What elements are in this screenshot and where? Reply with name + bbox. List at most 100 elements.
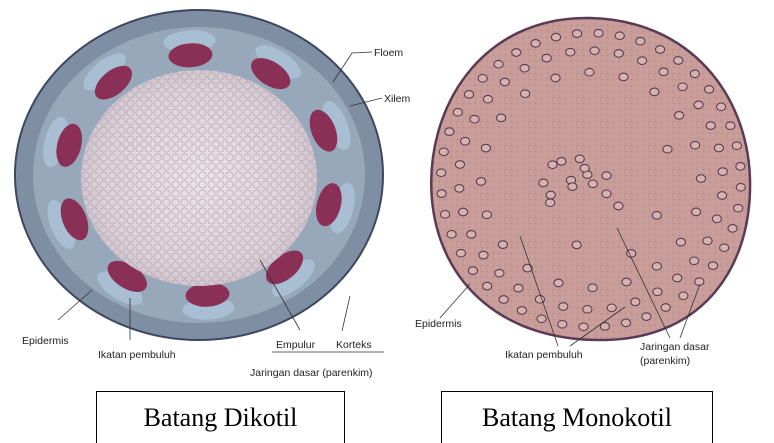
monocot-vascular-bundle <box>495 269 504 277</box>
monocot-vascular-bundle <box>455 185 464 193</box>
monocot-vascular-bundle <box>706 122 715 130</box>
monocot-vascular-bundle <box>705 86 714 94</box>
monocot-vascular-bundle <box>478 75 487 83</box>
monocot-vascular-bundle <box>674 57 683 65</box>
monocot-vascular-bundle <box>602 190 611 198</box>
korteks-leader <box>342 296 350 331</box>
monocot-vascular-bundle <box>497 114 506 122</box>
monocot-vascular-bundle <box>470 115 479 123</box>
monocot-vascular-bundle <box>588 284 597 292</box>
monocot-vascular-bundle <box>566 48 575 56</box>
monocot-vascular-bundle <box>607 304 616 312</box>
monocot-vascular-bundle <box>718 168 727 176</box>
monocot-epidermis-leader <box>440 284 470 318</box>
monocot-vascular-bundle <box>712 215 721 223</box>
monocot-vascular-bundle <box>650 88 659 96</box>
monocot-vascular-bundle <box>580 164 589 172</box>
monocot-vascular-bundle <box>653 288 662 296</box>
monocot-vascular-bundle <box>614 202 623 210</box>
empulur-label: Empulur <box>276 339 316 351</box>
monocot-vascular-bundle <box>558 321 567 329</box>
monocot-vascular-bundle <box>468 267 477 275</box>
monocot-vascular-bundle <box>520 64 529 72</box>
monocot-vascular-bundle <box>456 249 465 257</box>
monocot-vascular-bundle <box>499 296 508 304</box>
monocot-vascular-bundle <box>692 208 701 216</box>
monocot-vascular-bundle <box>557 158 566 166</box>
monocot-vascular-bundle <box>703 237 712 245</box>
monocot-vascular-bundle <box>695 278 704 286</box>
monocot-vascular-bundle <box>542 54 551 62</box>
monocot-vascular-bundle <box>546 191 555 199</box>
monocot-vascular-bundle <box>590 47 599 55</box>
monocot-vascular-bundle <box>663 145 672 153</box>
monocot-vascular-bundle <box>621 319 630 327</box>
caption-batang-monokotil: Batang Monokotil <box>441 391 713 443</box>
monocot-vascular-bundle <box>476 178 485 186</box>
monocot-parenkim-label: (parenkim) <box>640 355 690 367</box>
monocot-vascular-bundle <box>675 112 684 120</box>
monocot-vascular-bundle <box>461 137 470 145</box>
monocot-jaringan-dasar-label: Jaringan dasar <box>640 341 710 353</box>
monocot-vascular-bundle <box>551 33 560 41</box>
monocot-vascular-bundle <box>622 278 631 286</box>
monocot-vascular-bundle <box>437 169 446 177</box>
monocot-vascular-bundle <box>690 70 699 78</box>
monocot-ikatan-pembuluh-label: Ikatan pembuluh <box>505 349 583 361</box>
monocot-vascular-bundle <box>732 142 741 150</box>
monocot-vascular-bundle <box>679 292 688 300</box>
monocot-vascular-bundle <box>656 46 665 54</box>
monocot-vascular-bundle <box>676 238 685 246</box>
monocot-vascular-bundle <box>615 32 624 40</box>
monocot-vascular-bundle <box>559 303 568 311</box>
monocot-vascular-bundle <box>439 148 448 156</box>
monocot-vascular-bundle <box>572 241 581 249</box>
monocot-vascular-bundle <box>500 78 509 86</box>
monocot-vascular-bundle <box>539 179 548 187</box>
monocot-vascular-bundle <box>575 155 584 163</box>
monocot-vascular-bundle <box>459 208 468 216</box>
monocot-vascular-bundle <box>583 306 592 314</box>
monocot-vascular-bundle <box>512 49 521 57</box>
monocot-vascular-bundle <box>594 29 603 37</box>
monocot-vascular-bundle <box>619 73 628 81</box>
korteks-label: Korteks <box>336 339 372 351</box>
monocot-vascular-bundle <box>441 211 450 219</box>
monocot-vascular-bundle <box>720 244 729 252</box>
monocot-vascular-bundle <box>521 90 530 98</box>
monocot-vascular-bundle <box>588 180 597 188</box>
monocot-vascular-bundle <box>573 30 582 38</box>
dicot-pith-cells <box>81 70 317 286</box>
monocot-vascular-bundle <box>728 225 737 233</box>
monocot-vascular-bundle <box>483 282 492 290</box>
monocot-vascular-bundle <box>642 313 651 321</box>
monocot-vascular-bundle <box>652 212 661 220</box>
monocot-vascular-bundle <box>631 298 640 306</box>
stem-cross-section-figure: Floem Xilem Epidermis Ikatan pembuluh Em… <box>0 0 774 385</box>
monocot-vascular-bundle <box>718 192 727 200</box>
monocot-vascular-bundle <box>690 257 699 265</box>
monocot-vascular-bundle <box>531 40 540 48</box>
monocot-vascular-bundle <box>673 274 682 282</box>
dicot-epidermis-label: Epidermis <box>22 335 69 347</box>
dicot-ikatan-pembuluh-label: Ikatan pembuluh <box>98 349 176 361</box>
monocot-vascular-bundle <box>694 101 703 109</box>
monocot-vascular-bundle <box>453 109 462 117</box>
monocot-vascular-bundle <box>585 68 594 76</box>
monocot-vascular-bundle <box>602 172 611 180</box>
monocot-stem-section <box>431 18 750 340</box>
monocot-vascular-bundle <box>514 284 523 292</box>
monocot-vascular-bundle <box>736 184 745 192</box>
monocot-vascular-bundle <box>517 307 526 315</box>
floem-label: Floem <box>374 47 403 59</box>
monocot-vascular-bundle <box>445 128 454 136</box>
monocot-vascular-bundle <box>447 231 456 239</box>
monocot-vascular-bundle <box>636 37 645 45</box>
monocot-vascular-bundle <box>455 161 464 169</box>
jaringan-dasar-label: Jaringan dasar (parenkim) <box>250 367 373 379</box>
monocot-vascular-bundle <box>652 263 661 271</box>
monocot-vascular-bundle <box>537 315 546 323</box>
monocot-vascular-bundle <box>678 83 687 91</box>
monocot-vascular-bundle <box>464 91 473 99</box>
dicot-stem-section <box>15 10 383 340</box>
